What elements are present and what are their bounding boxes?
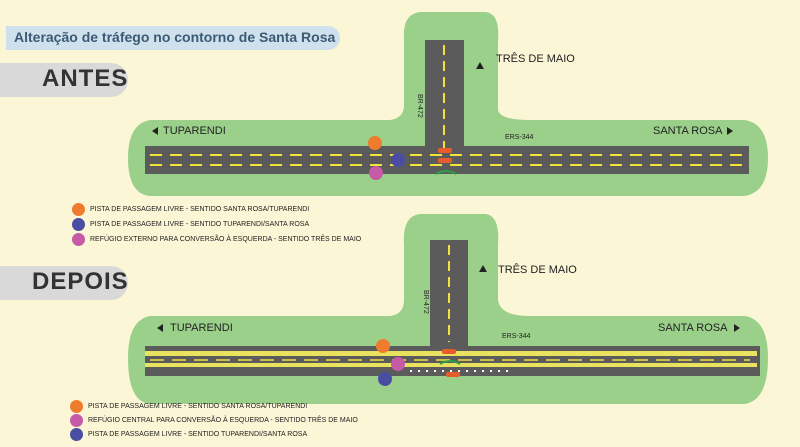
antes-heading-pill bbox=[0, 63, 128, 97]
pink-dot-icon bbox=[72, 233, 85, 246]
depois-heading-pill bbox=[0, 266, 128, 300]
blue-dot-icon bbox=[72, 218, 85, 231]
blue-dot-icon bbox=[70, 428, 83, 441]
depois-marker-orange bbox=[376, 339, 390, 353]
depois-heading: DEPOIS bbox=[32, 268, 129, 295]
pink-dot-icon bbox=[70, 414, 83, 427]
legend-text: PISTA DE PASSAGEM LIVRE - SENTIDO TUPARE… bbox=[88, 431, 308, 438]
antes-arrow-right-icon bbox=[727, 127, 733, 135]
depois-br472-label: BR-472 bbox=[422, 290, 429, 314]
legend-text: PISTA DE PASSAGEM LIVRE - SENTIDO TUPARE… bbox=[90, 221, 310, 228]
antes-label-santa-rosa: SANTA ROSA bbox=[653, 125, 723, 137]
depois-label-tres-de-maio: TRÊS DE MAIO bbox=[498, 264, 577, 276]
antes-arrow-up-icon bbox=[476, 62, 484, 69]
antes-marker-orange bbox=[368, 136, 382, 150]
depois-marker-pink bbox=[391, 357, 405, 371]
antes-label-tuparendi: TUPARENDI bbox=[163, 125, 226, 137]
title-banner bbox=[6, 26, 340, 50]
antes-legend-item: PISTA DE PASSAGEM LIVRE - SENTIDO TUPARE… bbox=[72, 218, 309, 231]
antes-legend-item: REFÚGIO EXTERNO PARA CONVERSÃO À ESQUERD… bbox=[72, 233, 361, 246]
page-title: Alteração de tráfego no contorno de Sant… bbox=[14, 29, 336, 45]
depois-legend-item: PISTA DE PASSAGEM LIVRE - SENTIDO TUPARE… bbox=[70, 428, 307, 441]
antes-label-tres-de-maio: TRÊS DE MAIO bbox=[496, 53, 575, 65]
legend-text: REFÚGIO CENTRAL PARA CONVERSÃO À ESQUERD… bbox=[88, 417, 358, 424]
depois-label-ers344: ERS-344 bbox=[502, 333, 531, 340]
depois-label-santa-rosa: SANTA ROSA bbox=[658, 322, 728, 334]
depois-turn-marks bbox=[439, 349, 461, 377]
orange-dot-icon bbox=[70, 400, 83, 413]
legend-text: PISTA DE PASSAGEM LIVRE - SENTIDO SANTA … bbox=[88, 403, 308, 410]
antes-marker-blue bbox=[391, 153, 405, 167]
depois-marker-blue bbox=[378, 372, 392, 386]
depois-legend-item: REFÚGIO CENTRAL PARA CONVERSÃO À ESQUERD… bbox=[70, 414, 358, 427]
depois-arrow-up-icon bbox=[479, 265, 487, 272]
legend-text: REFÚGIO EXTERNO PARA CONVERSÃO À ESQUERD… bbox=[90, 236, 362, 243]
antes-label-ers344: ERS-344 bbox=[505, 134, 534, 141]
depois-legend-item: PISTA DE PASSAGEM LIVRE - SENTIDO SANTA … bbox=[70, 400, 307, 413]
depois-arrow-left-icon bbox=[157, 324, 163, 332]
orange-dot-icon bbox=[72, 203, 85, 216]
antes-br472-label: BR-472 bbox=[416, 94, 423, 118]
legend-text: PISTA DE PASSAGEM LIVRE - SENTIDO SANTA … bbox=[90, 206, 310, 213]
antes-turn-marks bbox=[435, 148, 457, 175]
antes-arrow-left-icon bbox=[152, 127, 158, 135]
depois-label-tuparendi: TUPARENDI bbox=[170, 322, 233, 334]
antes-marker-pink bbox=[369, 166, 383, 180]
antes-legend-item: PISTA DE PASSAGEM LIVRE - SENTIDO SANTA … bbox=[72, 203, 309, 216]
antes-heading: ANTES bbox=[42, 65, 129, 92]
depois-arrow-right-icon bbox=[734, 324, 740, 332]
